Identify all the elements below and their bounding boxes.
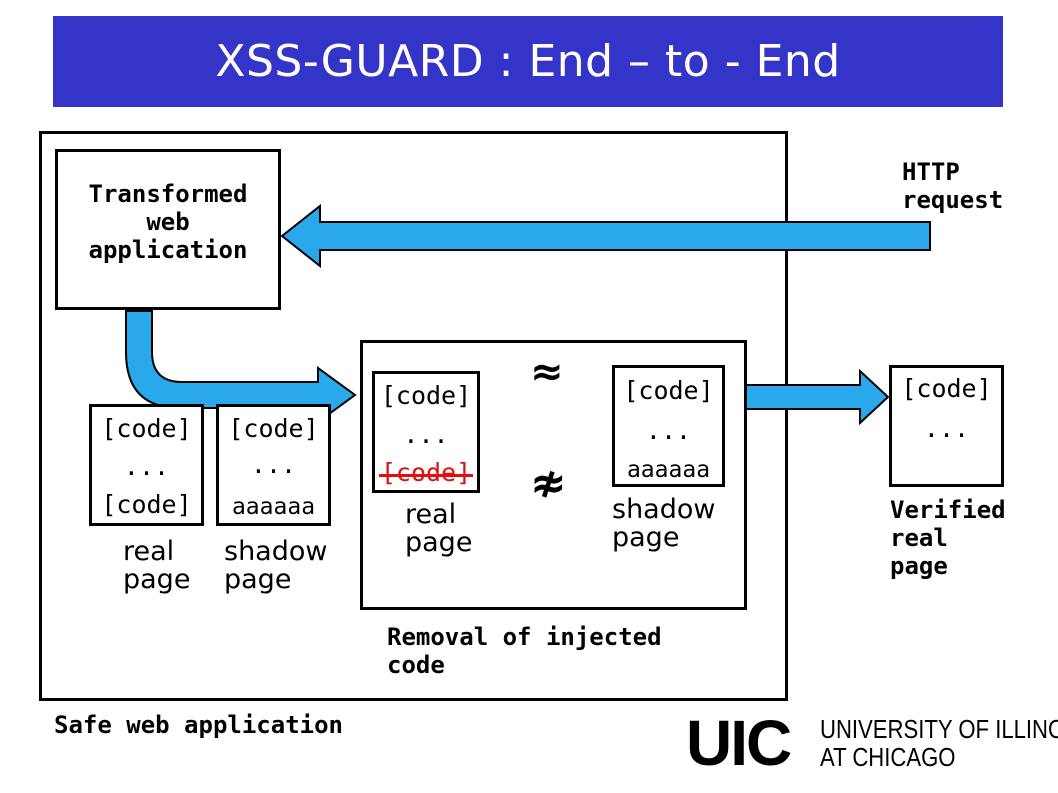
left-shadow-code-1: [code]: [228, 414, 319, 443]
removal-real-code-3-injected: [code]: [372, 458, 480, 488]
removal-real-code-1: [code]: [380, 381, 472, 410]
transformed-line-1: Transformed: [88, 180, 248, 208]
left-real-code-3: [code]: [101, 490, 192, 519]
approx-equal-symbol: ≈: [530, 349, 564, 395]
removal-shadow-page-box: [612, 365, 725, 487]
removal-label-line-1: Removal of injected: [387, 623, 662, 651]
verified-caption: Verified real page: [890, 496, 1006, 580]
removal-shadow-caption-2: page: [612, 522, 680, 553]
left-shadow-page-box: [216, 404, 331, 526]
http-request-arrow: [280, 203, 931, 269]
left-shadow-caption: shadow page: [224, 538, 327, 594]
removal-real-caption-1: real: [405, 499, 457, 530]
removal-real-caption: real page: [405, 501, 472, 557]
verified-code-1: [code]: [901, 374, 992, 403]
safe-web-application-label: Safe web application: [54, 711, 343, 739]
removal-real-code-2: ...: [403, 420, 449, 449]
verified-caption-1: Verified: [890, 496, 1006, 524]
uic-logo-mark: UIC: [686, 707, 792, 779]
verified-code-2: ...: [923, 414, 970, 443]
removal-shadow-caption: shadow page: [612, 496, 715, 552]
left-shadow-caption-1: shadow: [224, 536, 328, 567]
removal-real-caption-2: page: [405, 527, 473, 558]
left-shadow-code-2: ...: [250, 450, 297, 479]
title-bar: XSS-GUARD : End – to - End: [53, 16, 1003, 107]
http-request-label: HTTP request: [902, 158, 1003, 214]
removal-shadow-code-3: aaaaaa: [626, 457, 711, 483]
left-real-caption-1: real: [123, 536, 175, 567]
not-approx-equal-symbol: ≉: [530, 458, 567, 509]
verified-page-box: [889, 365, 1004, 487]
transformed-line-3: application: [88, 236, 248, 264]
transformed-box-text: Transformed web application: [58, 180, 278, 264]
left-real-code-2: ...: [123, 452, 170, 481]
left-shadow-code-3: aaaaaa: [231, 494, 316, 520]
http-request-line-2: request: [902, 186, 1004, 214]
removal-shadow-code-1: [code]: [623, 376, 714, 405]
left-real-caption: real page: [123, 538, 190, 594]
verified-caption-3: page: [890, 552, 948, 580]
uic-logo-name-line-1: UNIVERSITY OF ILLINOIS: [820, 714, 1058, 744]
injected-code-struck: [code]: [380, 458, 472, 487]
verified-output-arrow: [744, 368, 890, 426]
left-real-caption-2: page: [123, 564, 191, 595]
removal-shadow-code-2: ...: [645, 416, 692, 445]
left-shadow-caption-2: page: [224, 564, 292, 595]
verified-caption-2: real: [890, 524, 948, 552]
http-request-line-1: HTTP: [902, 158, 960, 186]
transformed-line-2: web: [146, 208, 190, 236]
left-real-page-box: [89, 404, 204, 526]
uic-logo-name-line-2: AT CHICAGO: [820, 742, 956, 772]
removal-label: Removal of injected code: [387, 623, 662, 679]
left-real-code-1: [code]: [101, 414, 192, 443]
transformed-web-application-box: Transformed web application: [55, 149, 281, 310]
removal-shadow-caption-1: shadow: [612, 494, 716, 525]
slide-title: XSS-GUARD : End – to - End: [215, 36, 841, 87]
removal-label-line-2: code: [387, 651, 445, 679]
